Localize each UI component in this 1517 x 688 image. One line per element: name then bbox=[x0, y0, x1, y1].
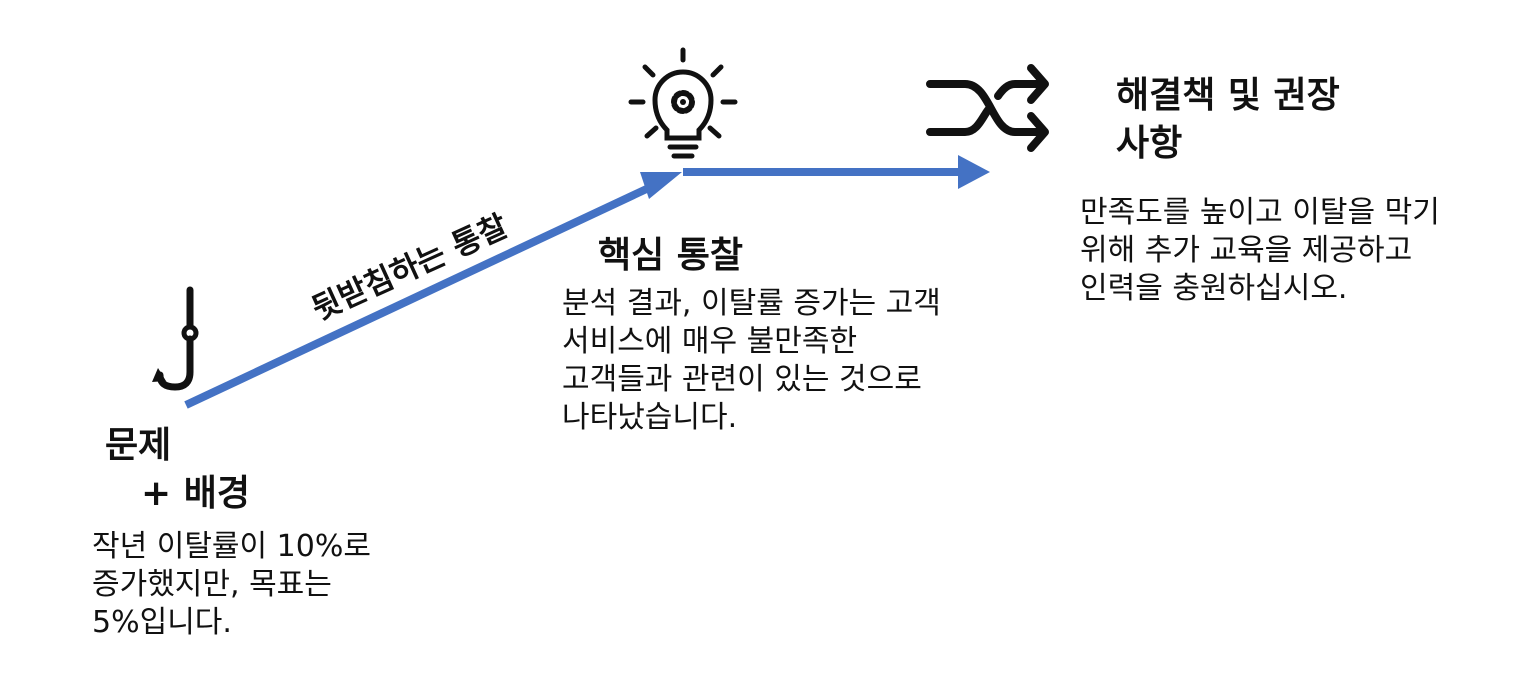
problem-description-line: 5%입니다. bbox=[92, 605, 232, 640]
key-insight-description-line: 나타났습니다. bbox=[562, 400, 738, 435]
horizontal-arrow bbox=[683, 155, 990, 189]
problem-description-line: 작년 이탈률이 10%로 bbox=[92, 529, 371, 564]
key-insight-description-line: 고객들과 관련이 있는 것으로 bbox=[562, 362, 922, 397]
problem-description: 작년 이탈률이 10%로 증가했지만, 목표는 5%입니다. bbox=[92, 528, 371, 642]
problem-title-line: + 배경 bbox=[141, 473, 250, 514]
key-insight-description: 분석 결과, 이탈률 증가는 고객 서비스에 매우 불만족한 고객들과 관련이 … bbox=[562, 285, 941, 437]
recommendation-description: 만족도를 높이고 이탈을 막기 위해 추가 교육을 제공하고 인력을 충원하십시… bbox=[1080, 194, 1440, 308]
recommendation-title: 해결책 및 권장 사항 bbox=[1116, 72, 1340, 168]
problem-title: 문제 + 배경 bbox=[105, 422, 250, 518]
key-insight-description-line: 서비스에 매우 불만족한 bbox=[562, 324, 858, 359]
problem-title-line: 문제 bbox=[105, 425, 172, 466]
recommendation-description-line: 인력을 충원하십시오. bbox=[1080, 271, 1348, 306]
shuffle-arrows-icon bbox=[926, 64, 1049, 152]
recommendation-description-line: 위해 추가 교육을 제공하고 bbox=[1080, 233, 1413, 268]
key-insight-title: 핵심 통찰 bbox=[598, 232, 743, 280]
rising-arrow bbox=[184, 172, 682, 409]
fish-hook-icon bbox=[152, 286, 199, 391]
key-insight-description-line: 분석 결과, 이탈률 증가는 고객 bbox=[562, 286, 941, 321]
recommendation-title-line: 사항 bbox=[1116, 123, 1183, 164]
recommendation-title-line: 해결책 및 권장 bbox=[1116, 75, 1340, 116]
problem-description-line: 증가했지만, 목표는 bbox=[92, 567, 332, 602]
recommendation-description-line: 만족도를 높이고 이탈을 막기 bbox=[1080, 195, 1440, 230]
lightbulb-gear-icon bbox=[628, 47, 738, 159]
key-insight-title-line: 핵심 통찰 bbox=[598, 235, 744, 276]
